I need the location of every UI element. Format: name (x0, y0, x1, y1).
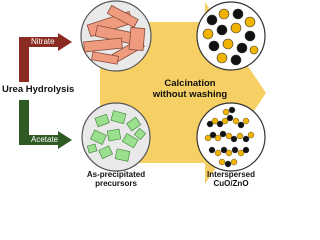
urea-hydrolysis-label: Urea Hydrolysis (2, 84, 75, 95)
acetate-precursor-circle (81, 102, 151, 172)
nitrate-product-circle (196, 1, 266, 71)
precursors-caption: As-precipitated precursors (80, 170, 152, 188)
product-caption: Interspersed CuO/ZnO (198, 170, 264, 188)
nitrate-label: Nitrate (31, 37, 55, 46)
calcination-line-2: without washing (152, 89, 228, 100)
nitrate-arrow (19, 33, 72, 82)
product-caption-line-1: Interspersed (206, 170, 256, 179)
calcination-text: Calcination without washing (150, 78, 230, 100)
calcination-line-1: Calcination (164, 78, 216, 89)
precursors-caption-line-1: As-precipitated (86, 170, 146, 179)
acetate-arrow (19, 100, 72, 149)
precursors-caption-line-2: precursors (95, 179, 137, 188)
acetate-product-circle (196, 102, 266, 172)
acetate-label: Acetate (31, 135, 59, 144)
diagram-canvas (19, 0, 266, 184)
product-caption-line-2: CuO/ZnO (213, 179, 249, 188)
nitrate-precursor-circle (80, 0, 152, 72)
